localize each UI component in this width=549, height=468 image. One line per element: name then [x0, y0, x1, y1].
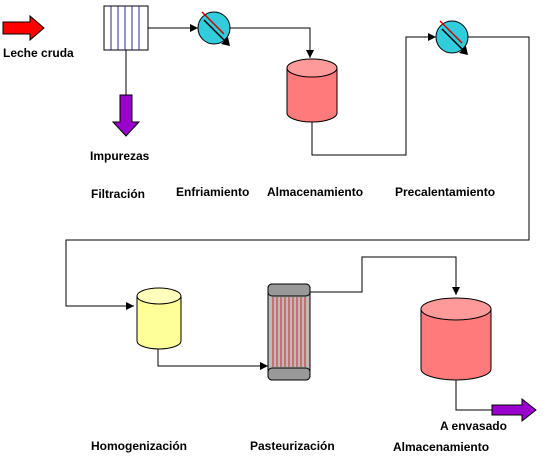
label-raw-milk: Leche cruda	[3, 46, 74, 60]
label-pasteurization: Pasteurización	[250, 439, 335, 453]
label-cooling: Enfriamiento	[176, 185, 249, 199]
label-storage-2: Almacenamiento	[393, 440, 489, 454]
storage-tank-2	[420, 297, 492, 381]
flow-homogenizer-to-pasteurizer	[157, 349, 268, 370]
flow-tank-to-preheater	[311, 33, 436, 156]
label-filtration: Filtración	[91, 187, 145, 201]
flow-cooler-to-tank	[230, 27, 314, 58]
preheater-heat-exchanger	[435, 20, 469, 55]
raw-milk-input-arrow	[2, 14, 45, 42]
flow-pasteurizer-to-tank	[310, 256, 460, 295]
flow-tank-to-output	[455, 378, 492, 411]
output-arrow	[491, 397, 537, 423]
filter-unit	[103, 5, 149, 51]
cooler-heat-exchanger	[197, 11, 231, 46]
label-homogenization: Homogenización	[91, 439, 187, 453]
impurities-arrow	[111, 94, 141, 137]
flow-lines	[65, 24, 530, 411]
storage-tank-1	[286, 58, 338, 123]
label-impurities: Impurezas	[90, 149, 150, 163]
flow-preheater-to-homogenizer	[65, 36, 530, 310]
label-output: A envasado	[440, 419, 507, 433]
pasteurizer-unit	[267, 283, 311, 381]
label-storage-1: Almacenamiento	[267, 185, 363, 199]
homogenizer-tank	[136, 287, 182, 350]
label-preheating: Precalentamiento	[395, 185, 495, 199]
